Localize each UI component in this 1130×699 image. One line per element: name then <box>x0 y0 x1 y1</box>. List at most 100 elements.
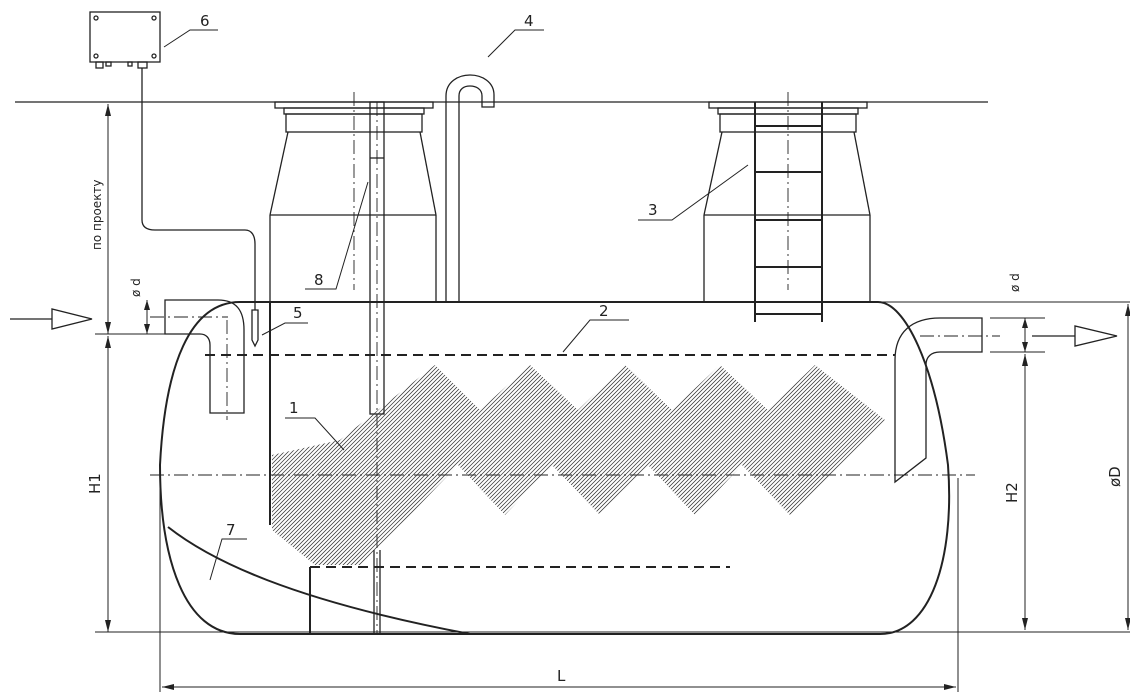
callout-2: 2 <box>599 302 609 320</box>
label-inlet-d: ø d <box>129 278 143 297</box>
hatch-stroke <box>1060 350 1130 580</box>
hatch-stroke <box>964 350 1130 580</box>
hatch-stroke <box>1108 350 1130 580</box>
hatch-stroke <box>1028 350 1130 580</box>
hatch-stroke <box>272 365 483 565</box>
hatch-stroke <box>960 350 1130 580</box>
hatch-stroke <box>823 365 885 565</box>
hatch-stroke <box>1088 350 1130 580</box>
label-h2: H2 <box>1003 482 1021 503</box>
sludge-line <box>167 526 471 635</box>
hatch-stroke <box>984 350 1130 580</box>
right-manhole <box>703 101 871 302</box>
hatch-stroke <box>968 350 1130 580</box>
hatch-stroke <box>1076 350 1130 580</box>
hatch-stroke <box>1032 350 1130 580</box>
leader-3 <box>638 164 749 221</box>
hatch-stroke <box>835 365 885 565</box>
callout-1: 1 <box>289 399 299 417</box>
leader-2 <box>562 319 629 353</box>
dim-inlet-d <box>144 300 150 334</box>
label-h1: H1 <box>86 473 104 494</box>
hatch-stroke <box>811 365 885 565</box>
hatch-stroke <box>1048 350 1130 580</box>
hatch-stroke <box>896 350 1126 580</box>
hatch-stroke <box>972 350 1130 580</box>
hatch-stroke <box>900 350 1130 580</box>
ladder <box>754 102 823 322</box>
tank-body <box>158 301 951 635</box>
hatch-stroke <box>272 365 491 565</box>
inlet-pipe <box>164 299 245 414</box>
hatch-stroke <box>1072 350 1130 580</box>
hatch-stroke <box>1080 350 1130 580</box>
hatch-stroke <box>1112 350 1130 580</box>
dim-h1 <box>105 336 111 632</box>
inlet-arrow <box>10 308 93 330</box>
callout-8: 8 <box>314 271 324 289</box>
hatch-stroke <box>827 365 885 565</box>
hatch-stroke <box>980 350 1130 580</box>
hatch-stroke <box>1052 350 1130 580</box>
hatch-stroke <box>1068 350 1130 580</box>
hatch-stroke <box>1016 350 1130 580</box>
coalescing-module <box>272 350 1130 580</box>
leader-1 <box>285 417 345 451</box>
hatch-stroke <box>1104 350 1130 580</box>
hatch-stroke <box>327 365 559 565</box>
hatch-stroke <box>936 350 1130 580</box>
hatch-stroke <box>875 365 885 565</box>
hatch-stroke <box>1020 350 1130 580</box>
leader-6 <box>163 29 218 48</box>
hatch-stroke <box>1084 350 1130 580</box>
hatch-stroke <box>952 350 1130 580</box>
dim-h2 <box>1022 354 1028 630</box>
leader-8 <box>305 181 369 290</box>
dim-length <box>159 478 959 692</box>
hatch-stroke <box>839 365 885 565</box>
outlet-pipe <box>894 317 983 484</box>
hatch-stroke <box>855 365 885 565</box>
hatch-stroke <box>343 365 575 565</box>
leader-7 <box>209 538 247 581</box>
hatch-stroke <box>851 365 885 565</box>
hatch-stroke <box>819 365 885 565</box>
hatch-stroke <box>1100 350 1130 580</box>
hatch-stroke <box>272 365 487 565</box>
sensor-cable <box>141 68 256 310</box>
hatch-stroke <box>1096 350 1130 580</box>
hatch-stroke <box>1012 350 1130 580</box>
sensor-rod <box>369 101 385 634</box>
dim-outlet-d <box>1022 318 1028 352</box>
hatch-stroke <box>908 350 1130 580</box>
dim-tank-diameter <box>1125 304 1130 630</box>
hatch-stroke <box>888 350 1118 580</box>
hatch-stroke <box>976 350 1130 580</box>
hatch-stroke <box>988 350 1130 580</box>
hatch-stroke <box>1008 350 1130 580</box>
hatch-stroke <box>1004 350 1130 580</box>
callout-4: 4 <box>524 12 534 30</box>
hatch-stroke <box>904 350 1130 580</box>
hatch-stroke <box>948 350 1130 580</box>
hatch-stroke <box>883 365 885 565</box>
hatch-stroke <box>335 365 567 565</box>
hatch-stroke <box>272 365 447 565</box>
left-manhole <box>269 101 437 302</box>
hatch-stroke <box>272 365 455 565</box>
hatch-stroke <box>940 350 1130 580</box>
label-depth: по проекту <box>90 179 104 250</box>
label-outlet-d: ø d <box>1008 273 1022 292</box>
callout-7: 7 <box>226 521 236 539</box>
hatch-stroke <box>992 350 1130 580</box>
hatch-stroke <box>319 365 551 565</box>
hatch-stroke <box>1024 350 1130 580</box>
hatch-stroke <box>272 365 495 565</box>
label-length: L <box>557 667 566 685</box>
control-box <box>89 11 161 69</box>
hatch-stroke <box>863 365 885 565</box>
hatch-stroke <box>272 365 459 565</box>
hatch-stroke <box>847 365 885 565</box>
